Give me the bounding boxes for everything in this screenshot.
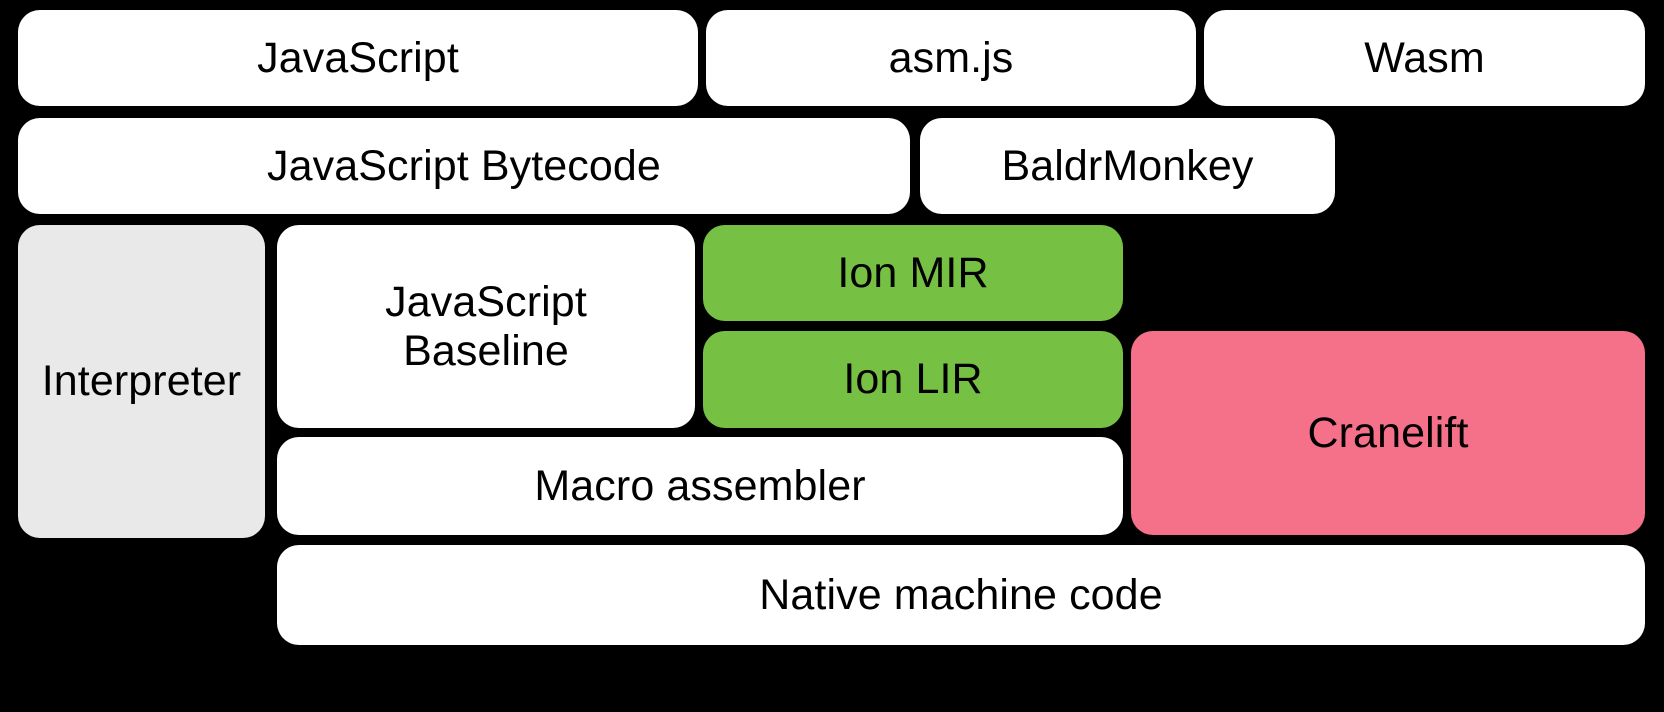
node-javascript-baseline: JavaScript Baseline xyxy=(277,225,695,428)
node-ion-lir: Ion LIR xyxy=(703,331,1123,428)
node-asmjs: asm.js xyxy=(706,10,1196,106)
node-ion-mir: Ion MIR xyxy=(703,225,1123,321)
node-macro-assembler: Macro assembler xyxy=(277,437,1123,535)
node-javascript: JavaScript xyxy=(18,10,698,106)
node-cranelift: Cranelift xyxy=(1131,331,1645,535)
node-wasm: Wasm xyxy=(1204,10,1645,106)
node-javascript-bytecode: JavaScript Bytecode xyxy=(18,118,910,214)
node-interpreter: Interpreter xyxy=(18,225,265,538)
node-baldrmonkey: BaldrMonkey xyxy=(920,118,1335,214)
node-native-machine-code: Native machine code xyxy=(277,545,1645,645)
